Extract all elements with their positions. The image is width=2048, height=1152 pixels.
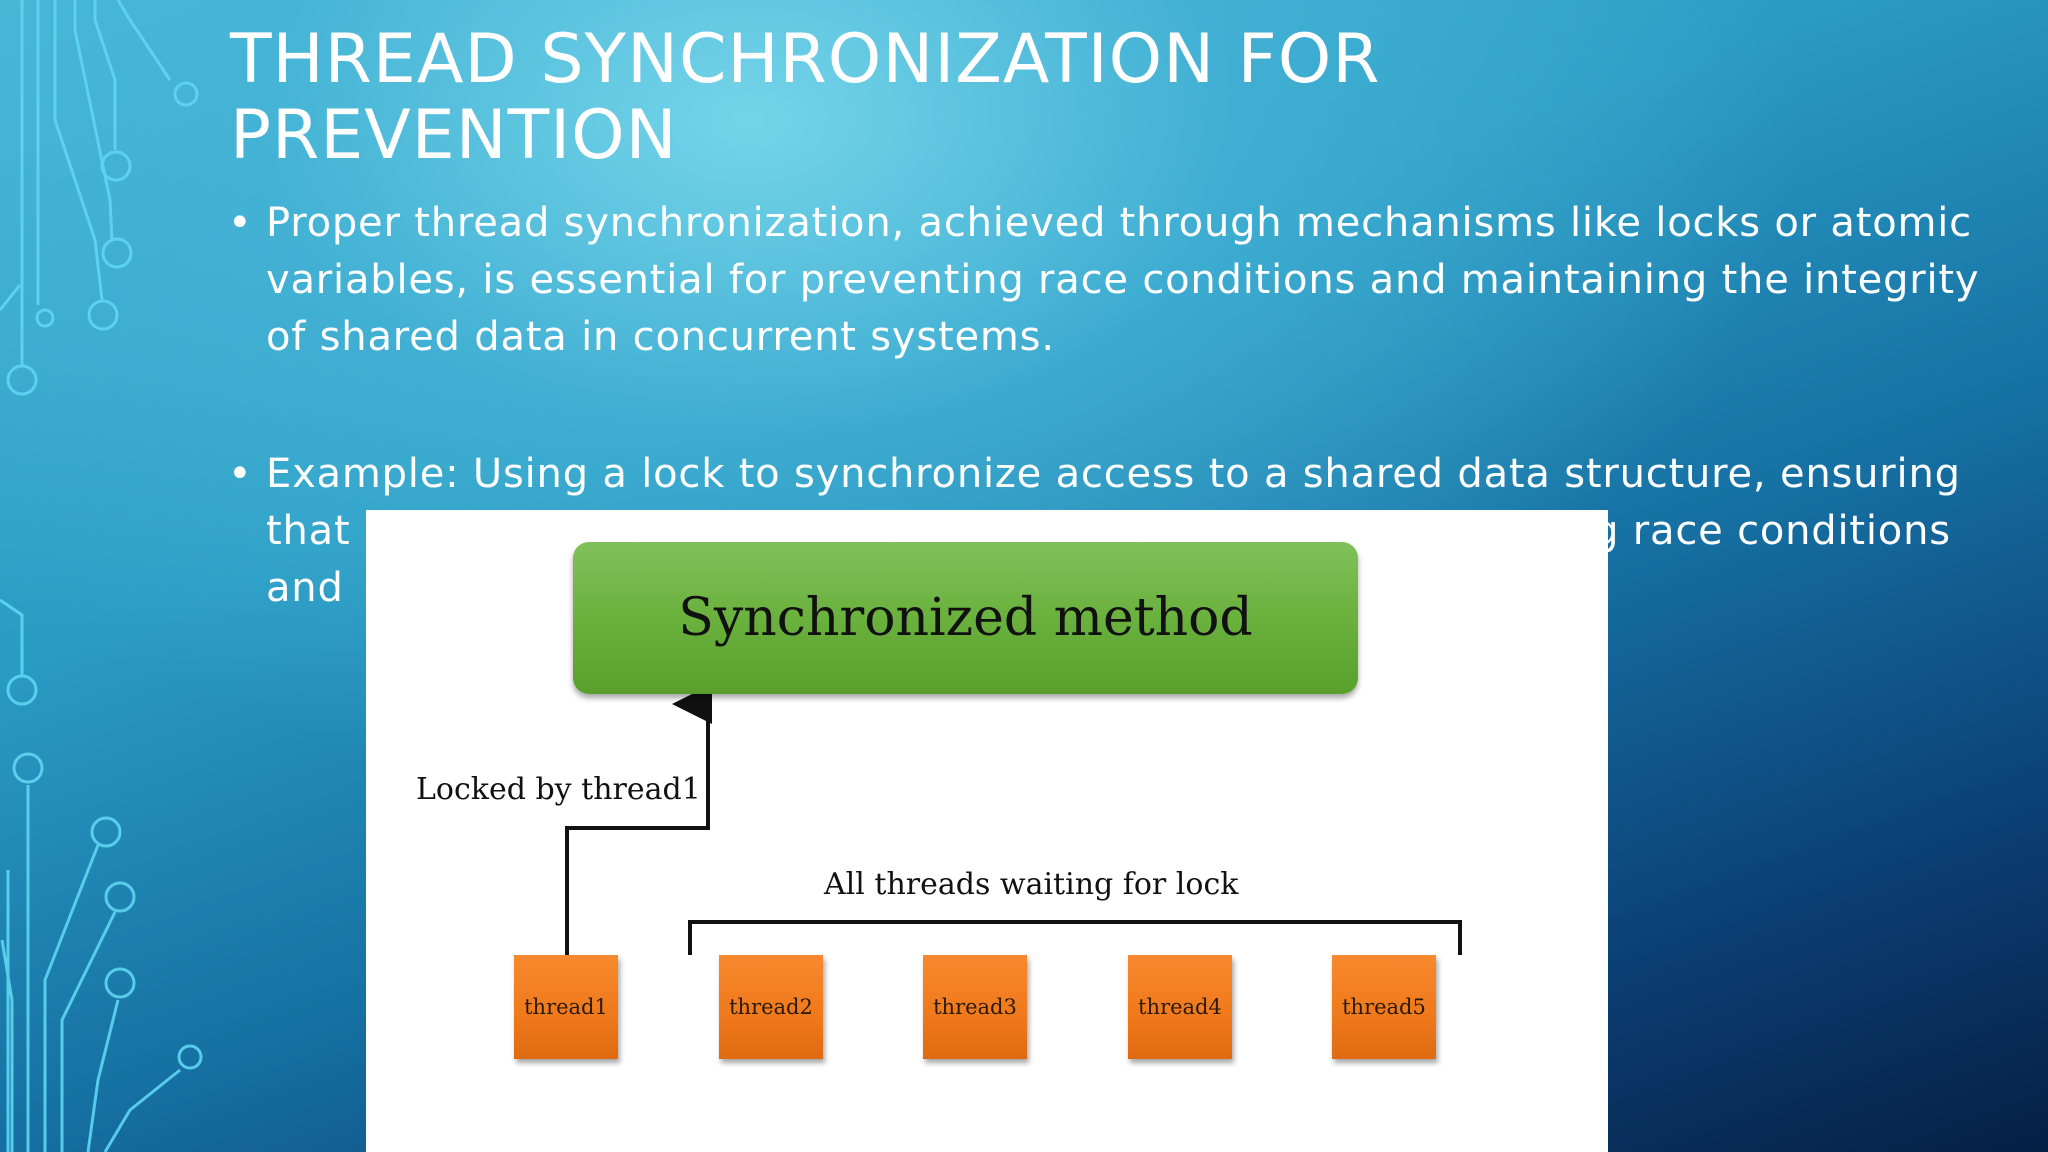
slide-title-line-2: PREVENTION — [230, 96, 678, 175]
slide-title: THREAD SYNCHRONIZATION FOR PREVENTION — [230, 22, 1830, 174]
bullet-list: • Proper thread synchronization, achieve… — [228, 195, 2018, 617]
bullet-marker-icon: • — [228, 200, 253, 246]
lock-arrow — [565, 684, 712, 955]
bullet-text-line-2-end: ng race conditions — [1566, 508, 1951, 554]
thread-box: thread5 — [1332, 955, 1436, 1059]
bullet-marker-icon: • — [228, 451, 253, 497]
waiting-bracket — [688, 920, 1462, 955]
slide-title-line-1: THREAD SYNCHRONIZATION FOR — [230, 20, 1381, 99]
locked-by-label: Locked by thread1 — [416, 772, 701, 807]
synchronized-method-box: Synchronized method — [573, 542, 1358, 694]
thread-box: thread4 — [1128, 955, 1232, 1059]
bullet-text-line-3-start: and — [266, 565, 344, 611]
thread-box: thread3 — [923, 955, 1027, 1059]
bullet-text-line-2-start: that — [266, 508, 364, 554]
bullet-item: • Proper thread synchronization, achieve… — [228, 195, 2018, 366]
synchronization-diagram: Synchronized method Locked by thread1 Al… — [366, 510, 1608, 1152]
bullet-item: • Example: Using a lock to synchronize a… — [228, 446, 2018, 617]
diagram-connectors — [565, 684, 1462, 955]
bullet-text: Proper thread synchronization, achieved … — [266, 200, 1980, 360]
circuit-decoration-icon — [0, 0, 203, 1152]
bullet-text-line-1: Example: Using a lock to synchronize acc… — [266, 451, 1961, 497]
thread-box: thread2 — [719, 955, 823, 1059]
thread-box: thread1 — [514, 955, 618, 1059]
waiting-label: All threads waiting for lock — [824, 867, 1239, 902]
